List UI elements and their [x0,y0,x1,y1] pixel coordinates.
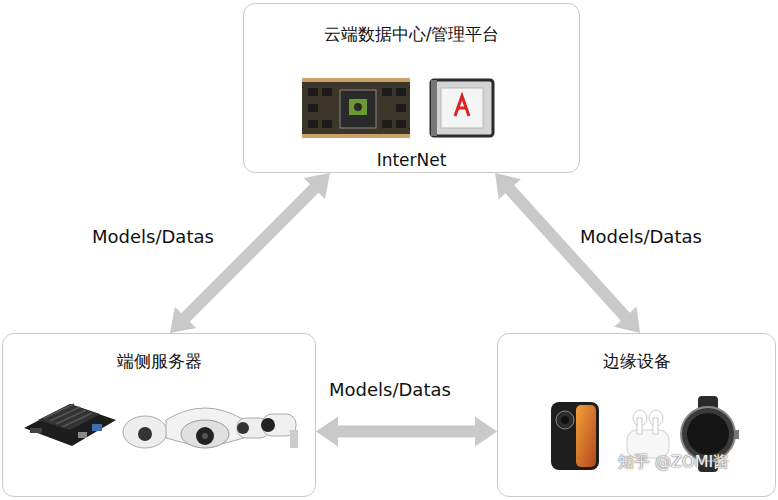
node-title: 云端数据中心/管理平台 [244,24,579,44]
double-arrow [170,173,330,333]
node-title: 边缘设备 [498,351,775,371]
double-arrow [495,173,640,333]
edge-label: Models/Datas [92,226,214,248]
cloud-platform-box: 云端数据中心/管理平台 InterNet [243,3,580,173]
node-title: 端侧服务器 [3,351,315,371]
node-subtitle: InterNet [244,150,579,170]
edge-label: Models/Datas [580,226,702,248]
edge-server-box: 端侧服务器 [2,333,316,497]
edge-device-box: 边缘设备 [497,333,776,497]
edge-label: Models/Datas [329,379,451,401]
watermark: 知乎 @ZOMI酱 [618,452,729,471]
double-arrow [316,416,497,446]
